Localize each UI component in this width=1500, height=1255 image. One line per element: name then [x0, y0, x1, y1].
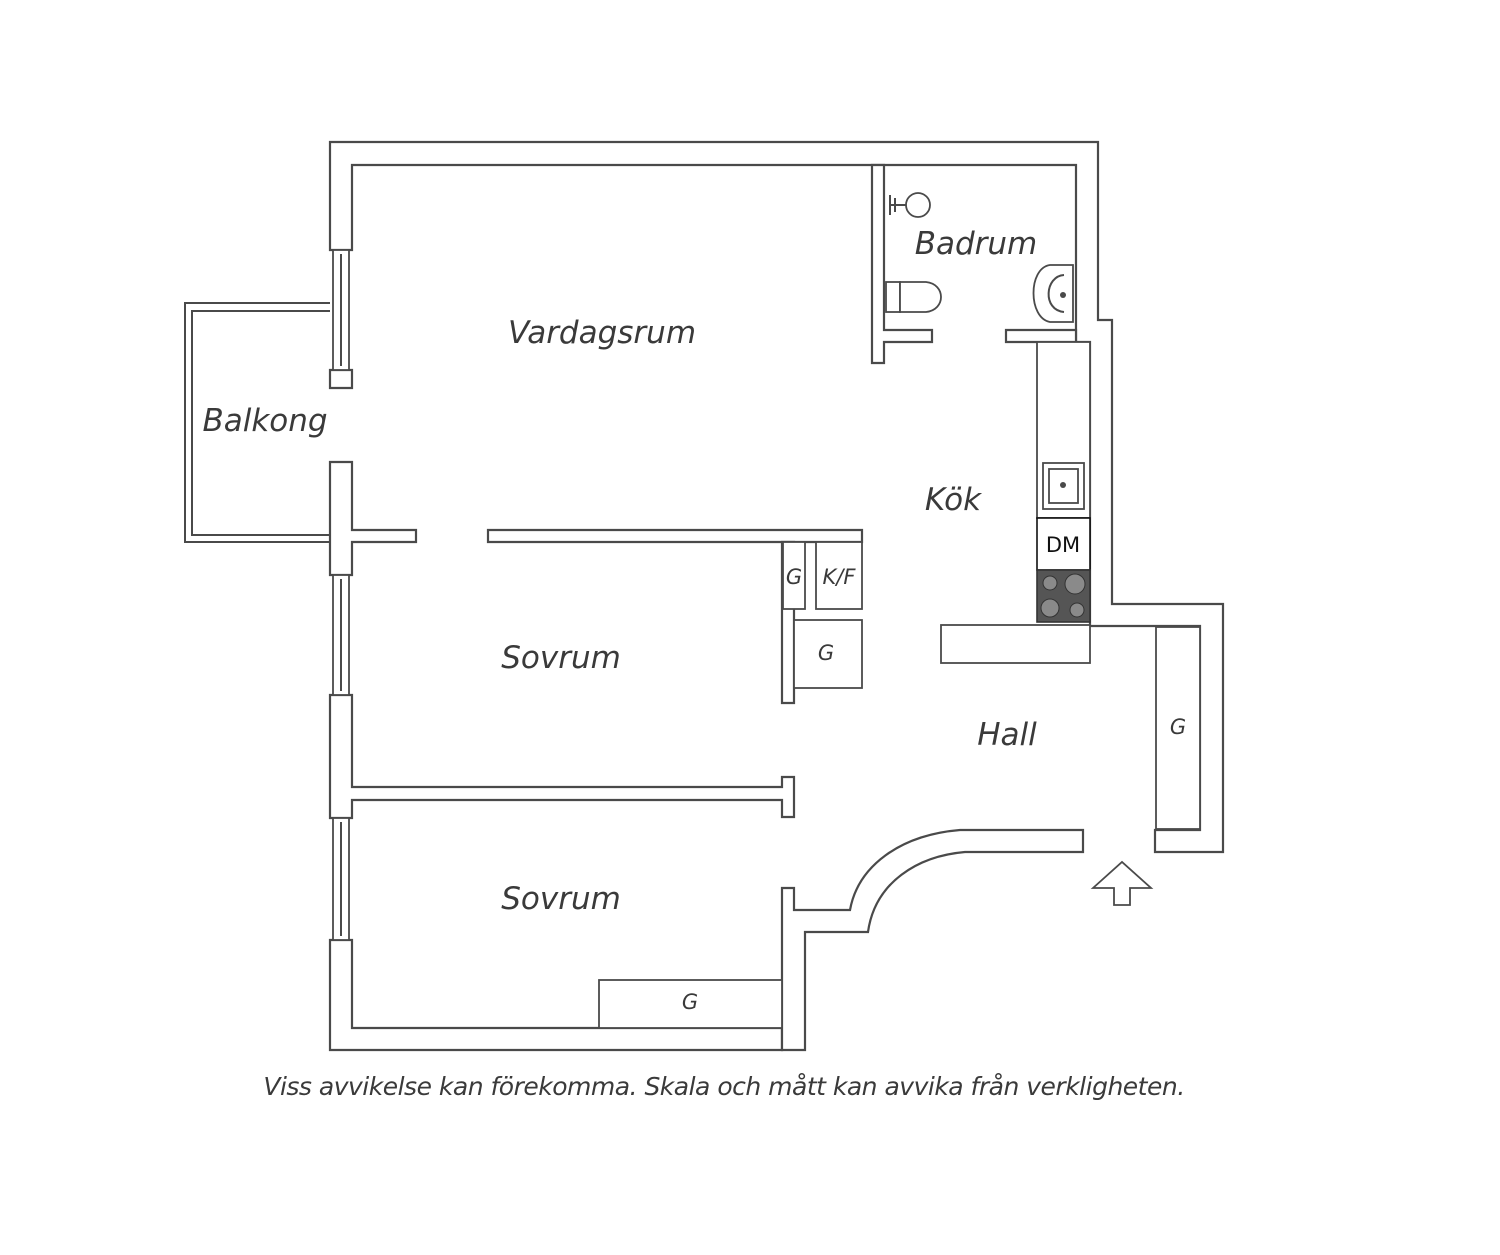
- stove-icon: [1036, 569, 1091, 623]
- kitchen-counter: [1036, 341, 1091, 519]
- shower-icon: [889, 192, 931, 218]
- room-label-sovrum-2: Sovrum: [501, 881, 621, 917]
- svg-text:G: G: [818, 641, 834, 665]
- entrance-arrow-icon: [1090, 860, 1154, 906]
- kitchen-wardrobe-small: G: [782, 541, 806, 610]
- hall-wardrobe: G: [1155, 626, 1201, 830]
- room-label-badrum: Badrum: [915, 226, 1038, 262]
- room-label-balkong: Balkong: [202, 403, 327, 439]
- outer-walls: [328, 140, 1225, 1052]
- sink-icon: [1032, 264, 1074, 323]
- windows: [332, 249, 350, 941]
- bedroom-wardrobe: G: [598, 979, 783, 1029]
- dishwasher-label: DM: [1046, 533, 1080, 557]
- svg-text:G: G: [786, 565, 802, 589]
- room-label-sovrum-1: Sovrum: [501, 640, 621, 676]
- room-label-hall: Hall: [977, 717, 1037, 753]
- svg-text:K/F: K/F: [823, 565, 857, 589]
- fridge-freezer: K/F: [815, 541, 863, 610]
- kitchen-wardrobe-large: G: [793, 619, 863, 689]
- svg-text:G: G: [1170, 715, 1186, 739]
- disclaimer-text: Viss avvikelse kan förekomma. Skala och …: [263, 1072, 1185, 1101]
- room-label-vardagsrum: Vardagsrum: [508, 315, 696, 351]
- kitchen-island: [940, 624, 1091, 664]
- toilet-icon: [885, 281, 942, 313]
- room-label-kok: Kök: [925, 482, 982, 518]
- balcony-railing: [184, 302, 330, 543]
- svg-text:G: G: [682, 990, 698, 1014]
- dishwasher: DM: [1036, 517, 1091, 571]
